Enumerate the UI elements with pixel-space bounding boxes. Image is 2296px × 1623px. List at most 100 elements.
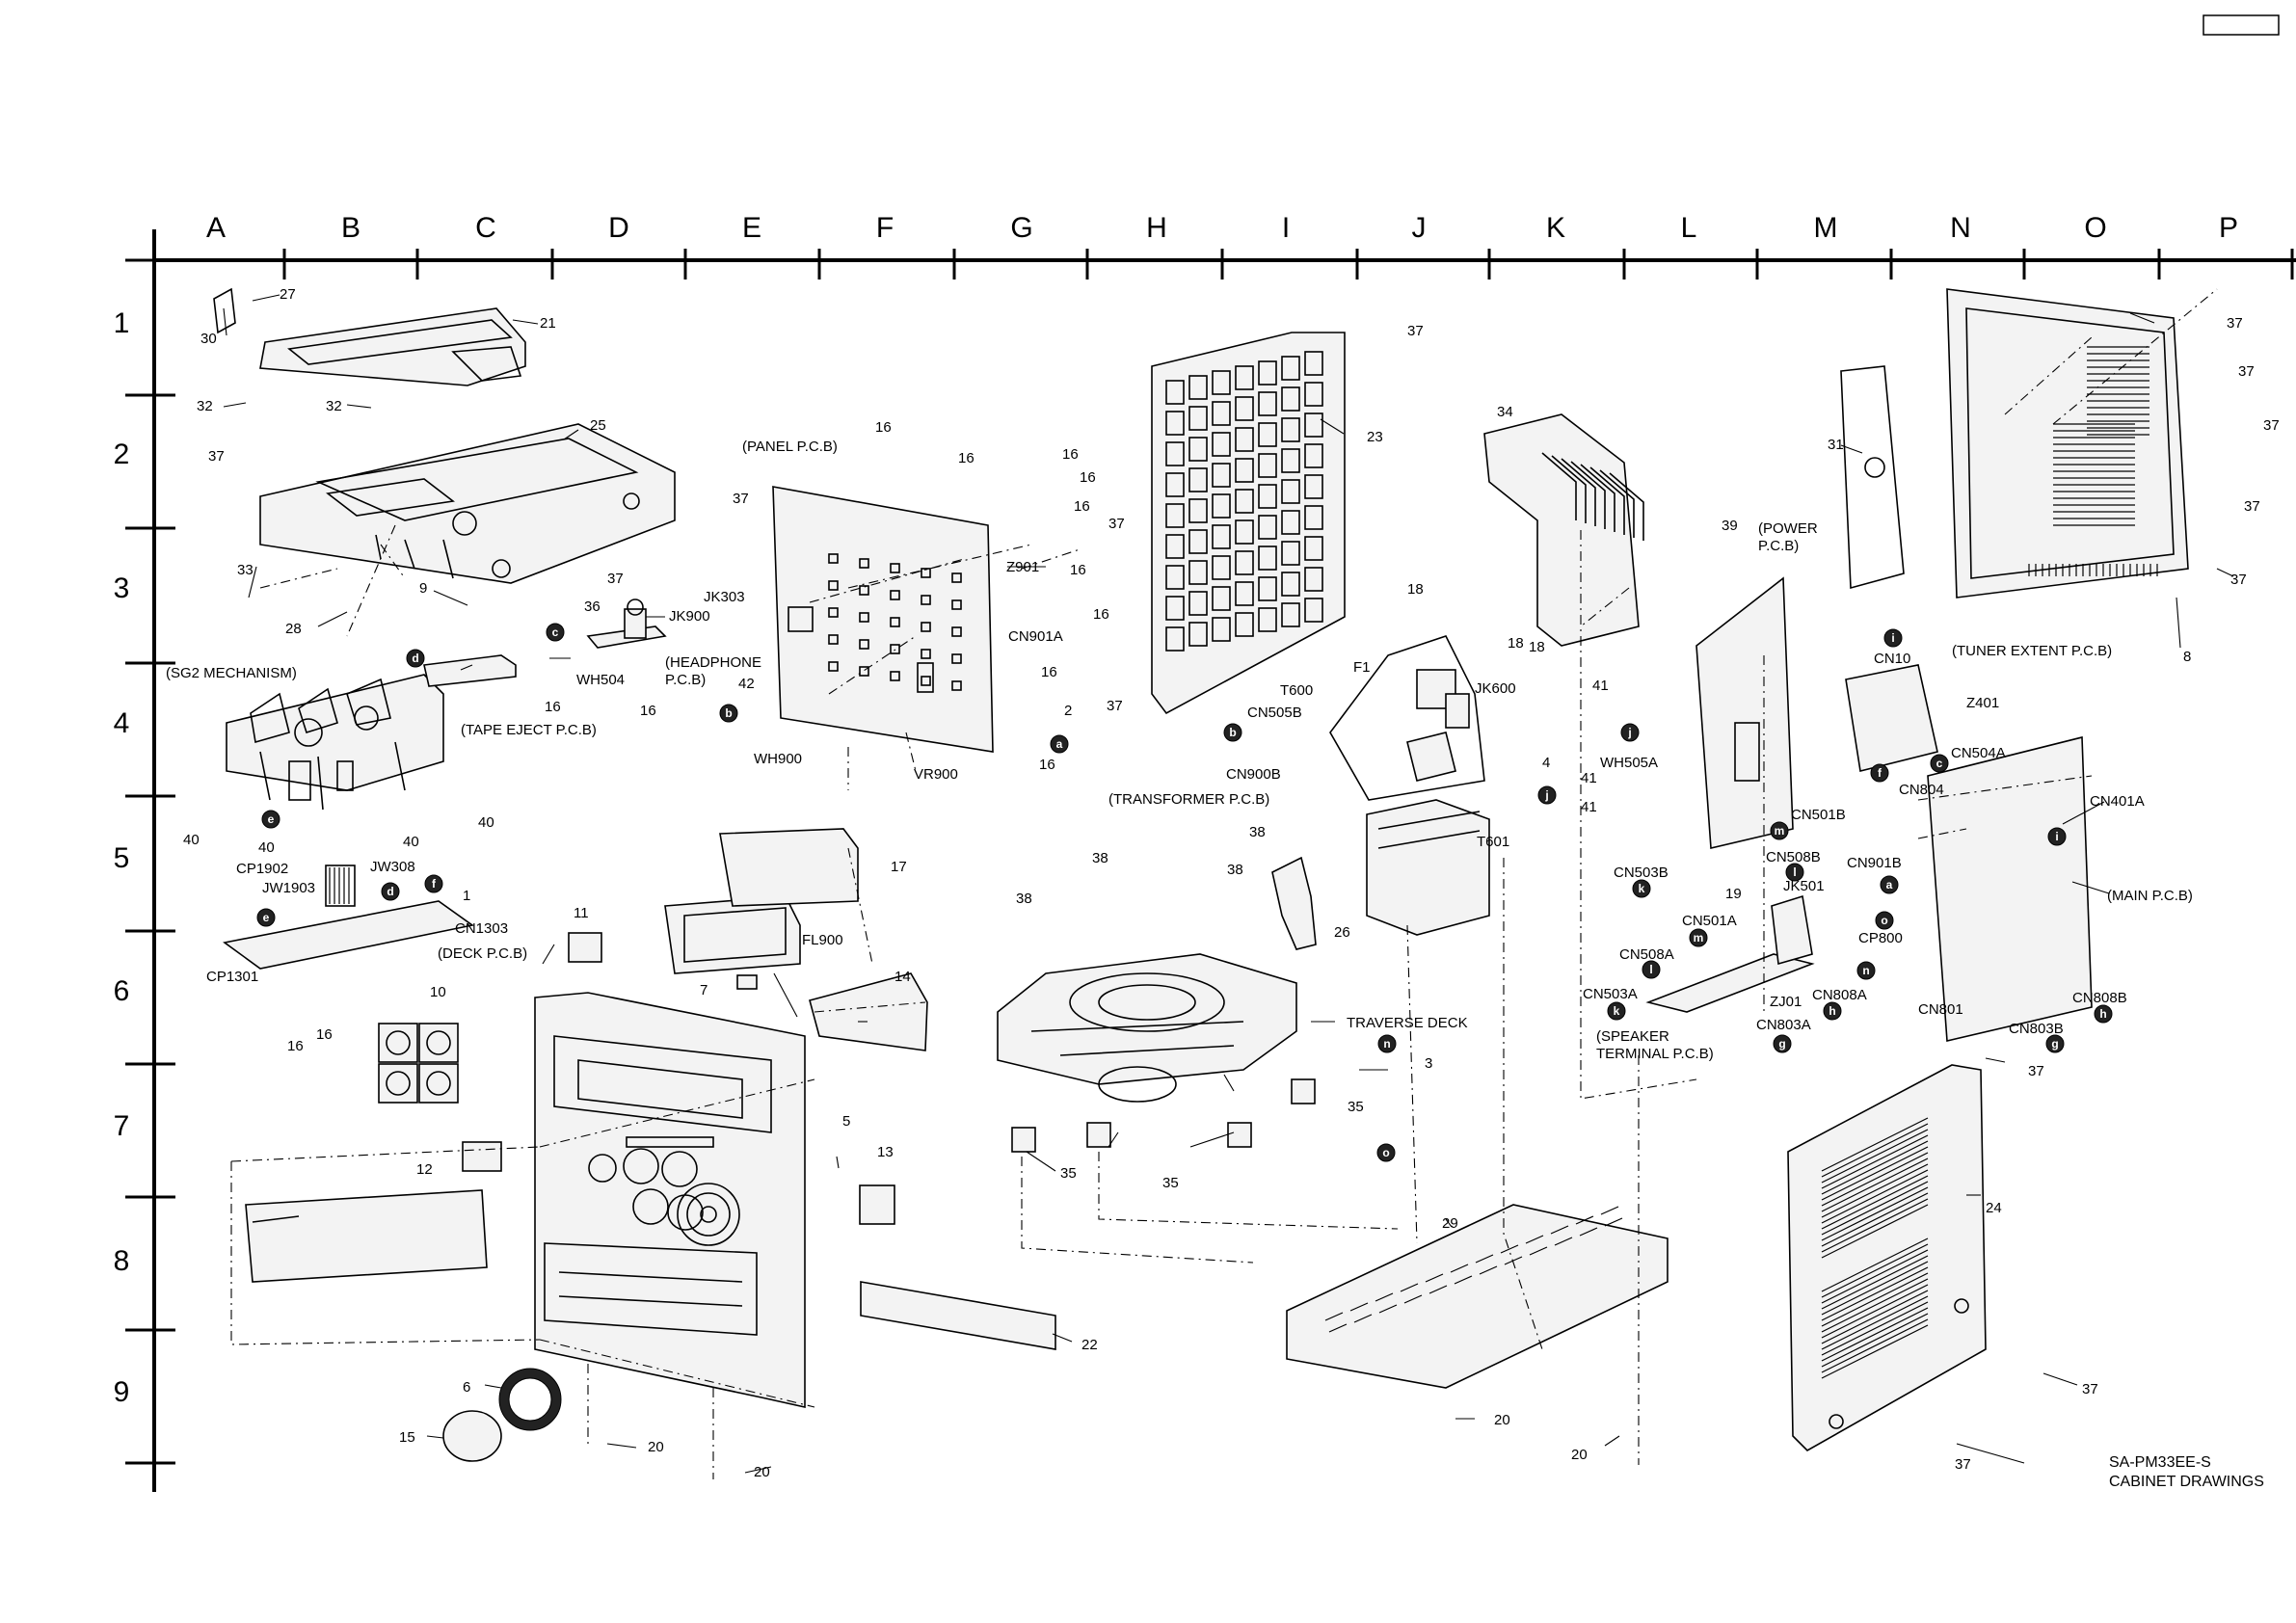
- marker-f: [424, 874, 443, 893]
- callout: CN803B: [2009, 1021, 2064, 1037]
- callout: CN1303: [455, 920, 508, 937]
- callout: 11: [574, 905, 589, 921]
- callout: 20: [1494, 1412, 1510, 1428]
- callout: FL900: [802, 932, 843, 948]
- chassis-slot: [1600, 1206, 1623, 1227]
- cover-vent: [1821, 1243, 1929, 1298]
- grille-cell: [1188, 467, 1208, 492]
- chassis-part-29: [1286, 1204, 1669, 1389]
- grille-cell: [1235, 612, 1254, 637]
- col-label: D: [608, 212, 629, 244]
- callout: 37: [208, 448, 225, 465]
- callout: (MAIN P.C.B): [2107, 888, 2193, 904]
- cover-vent: [1821, 1163, 1929, 1218]
- heatsink-fin: [1570, 461, 1606, 529]
- front-panel-part-5: [534, 992, 806, 1408]
- cover-vent: [1821, 1129, 1929, 1184]
- callout: 21: [540, 315, 556, 332]
- marker-letter: d: [387, 885, 393, 898]
- grille-cell: [1281, 572, 1300, 597]
- marker-g: [1773, 1034, 1792, 1053]
- chassis-slot: [1450, 1264, 1473, 1285]
- grille-cell: [1304, 567, 1323, 592]
- callout: CN508B: [1766, 849, 1821, 865]
- callout: 37: [2028, 1063, 2044, 1079]
- callout: 37: [2230, 572, 2247, 588]
- heatsink-part-34: [1483, 413, 1644, 647]
- cassette-lid-part-21: [213, 287, 526, 386]
- grille-cell: [1212, 586, 1231, 611]
- callout: 2: [1064, 703, 1072, 719]
- grille-part-23: [1151, 332, 1346, 715]
- callout: 29: [1442, 1215, 1458, 1232]
- grille-cell: [1235, 550, 1254, 575]
- row-label: 8: [114, 1245, 130, 1277]
- pcb-component: [921, 649, 931, 659]
- col-label: A: [206, 212, 226, 244]
- callout: WH505A: [1600, 755, 1658, 771]
- grille-cell: [1188, 622, 1208, 647]
- grille-cell: [1212, 555, 1231, 580]
- grille-cell: [1281, 510, 1300, 535]
- cover-vent: [1821, 1255, 1929, 1310]
- grille-cell: [1235, 396, 1254, 421]
- callout: CN505B: [1247, 705, 1302, 721]
- callout: 18: [1407, 581, 1424, 598]
- marker-letter: l: [1649, 963, 1652, 976]
- grille-cell: [1304, 412, 1323, 438]
- marker-letter: c: [552, 625, 559, 639]
- callout: 16: [640, 703, 656, 719]
- grille-cell: [1281, 541, 1300, 566]
- cover-vent: [1821, 1307, 1929, 1362]
- callout: 32: [326, 398, 342, 414]
- cover-vent: [1821, 1204, 1929, 1259]
- grille-cell: [1188, 529, 1208, 554]
- cover-vent: [1821, 1249, 1929, 1304]
- marker-d: [381, 882, 400, 901]
- panel-pcb: [772, 486, 994, 753]
- cover-vent: [1821, 1266, 1929, 1321]
- leader-lines: [223, 294, 2234, 1474]
- col-label: J: [1412, 212, 1427, 244]
- marker-h: [1823, 1001, 1842, 1021]
- cassette-door: [245, 1189, 488, 1283]
- pcb-component: [921, 568, 931, 578]
- chassis-slot: [1525, 1235, 1548, 1256]
- grille-cell: [1304, 474, 1323, 499]
- row-label: 2: [114, 439, 130, 470]
- callout: 12: [416, 1161, 433, 1178]
- grille-cell: [1281, 479, 1300, 504]
- marker-letter: i: [2055, 830, 2058, 843]
- callout: CN901A: [1008, 628, 1063, 645]
- callout-labels: 27 30 32 32 21 25 37 37 37 33 28 9 36 JK…: [166, 286, 2280, 1480]
- chassis-slot: [1400, 1283, 1423, 1304]
- marker-k: [1607, 1001, 1626, 1021]
- callout: CN401A: [2090, 793, 2145, 810]
- grille-cell: [1304, 382, 1323, 407]
- marker-a: [1050, 734, 1069, 754]
- heatsink-fin: [1580, 464, 1615, 532]
- col-label: P: [2219, 212, 2238, 244]
- callout: CN808B: [2072, 990, 2127, 1006]
- callout: 22: [1081, 1337, 1098, 1353]
- pcb-component: [951, 680, 962, 691]
- cover-vent: [1821, 1146, 1929, 1201]
- callout: CP1902: [236, 861, 288, 877]
- grille-cell: [1304, 505, 1323, 530]
- callout: 17: [891, 859, 907, 875]
- marker-e: [256, 908, 276, 927]
- callout: 13: [877, 1144, 894, 1160]
- grille-cell: [1304, 351, 1323, 376]
- chassis-slot: [1500, 1244, 1523, 1265]
- marker-letter: k: [1639, 882, 1645, 895]
- callout: F1: [1353, 659, 1371, 676]
- row-label: 3: [114, 572, 130, 604]
- grille-cell: [1212, 524, 1231, 549]
- marker-c: [546, 623, 565, 642]
- callout: CN900B: [1226, 766, 1281, 783]
- callout: 6: [463, 1379, 470, 1396]
- callout: 10: [430, 984, 446, 1000]
- callout: 35: [1348, 1099, 1364, 1115]
- row-label: 9: [114, 1376, 130, 1408]
